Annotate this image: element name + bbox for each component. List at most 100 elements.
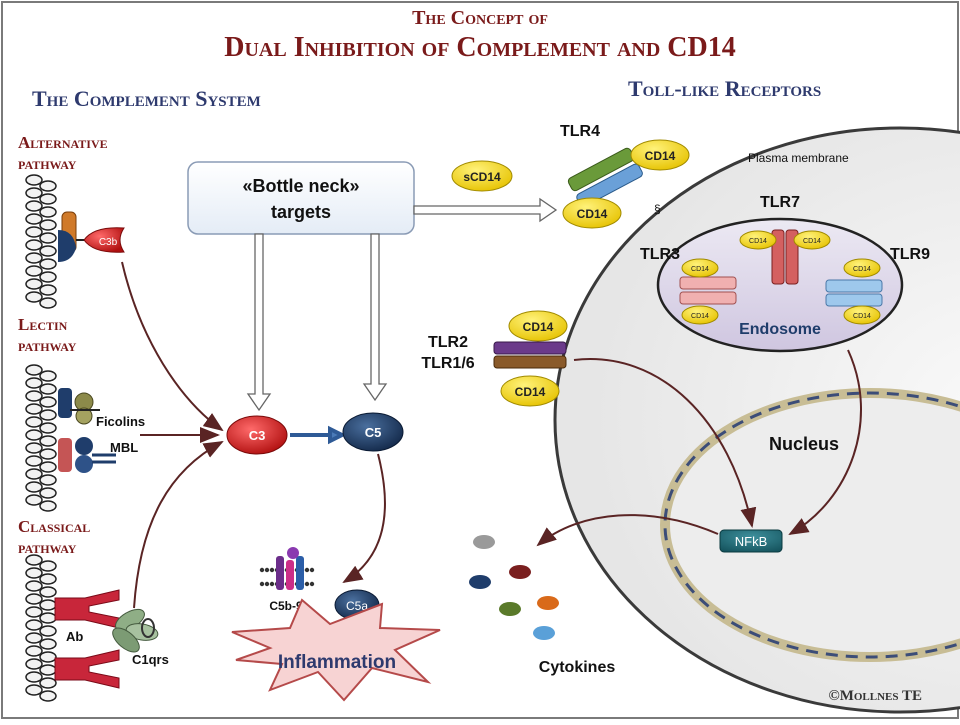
lipid-head [264, 581, 270, 587]
cytokines-label: Cytokines [539, 659, 616, 676]
scd14-label: sCD14 [463, 170, 501, 184]
c1qrs-label: C1qrs [132, 652, 169, 667]
chain-bead-35 [25, 455, 43, 467]
chain-bead-28 [39, 409, 57, 421]
chain-bead-31 [25, 429, 43, 441]
chain-bead-51 [25, 606, 43, 618]
nfkb-label: NFkB [735, 534, 768, 549]
chain-bead-59 [25, 658, 43, 670]
tlr4-cd14-lower-label: CD14 [577, 207, 608, 221]
classical-to-c3-arrow [133, 441, 224, 609]
mbl-label: MBL [110, 440, 138, 455]
chain-bead-14 [39, 258, 57, 270]
chain-bead-16 [39, 271, 57, 283]
chain-bead-10 [39, 232, 57, 244]
classical-pathway-complex: Ab C1qrs [54, 589, 169, 689]
chain-bead-41 [25, 494, 43, 506]
tlr3-cd14-upper [681, 258, 719, 278]
bottleneck-box-shape [187, 161, 415, 235]
mbl-head-1 [75, 437, 93, 455]
chain-bead-12 [39, 245, 57, 257]
tlr2-cd14-lower [500, 375, 560, 407]
cytokine-dot-5 [499, 602, 521, 616]
antibody-upper-shape [54, 589, 120, 629]
bottleneck-line2: targets [271, 202, 331, 222]
chain-bead-53 [25, 619, 43, 631]
c1q-head-3 [112, 627, 140, 653]
inflammation-burst: Inflammation [231, 598, 441, 702]
chain-bead-21 [25, 364, 43, 376]
cytokine-dot-6 [533, 626, 555, 640]
nucleus-dashed-outline [663, 391, 960, 659]
c5b9-cap [287, 547, 299, 559]
chain-bead-15 [25, 265, 43, 277]
chain-bead-8 [39, 219, 57, 231]
tlr4-cd14-upper-label: CD14 [645, 149, 676, 163]
c1rs-ring [141, 618, 155, 638]
tlr3-label: TLR3 [640, 246, 680, 263]
chain-bead-58 [39, 651, 57, 663]
chain-bead-48 [39, 586, 57, 598]
c5-node [342, 412, 404, 452]
lipid-head [304, 581, 310, 587]
tlr2-cd14-upper-label: CD14 [523, 320, 554, 334]
tlr2-label: TLR2 [428, 334, 468, 351]
chain-bead-20 [39, 297, 57, 309]
lipid-head [304, 567, 310, 573]
bottleneck-arrows [246, 197, 558, 412]
tlr2-bar-1 [493, 341, 567, 355]
chain-bead-61 [25, 671, 43, 683]
lipid-head [269, 567, 275, 573]
chain-bead-38 [39, 474, 57, 486]
bottleneck-line1: «Bottle neck» [242, 176, 359, 196]
bottleneck-to-tlr4-arrow [413, 197, 558, 223]
bottleneck-box: «Bottle neck» targets [187, 161, 415, 235]
lipid-head [309, 567, 315, 573]
c5b9-complex: C5b-9 [259, 547, 315, 613]
nucleus-label: Nucleus [769, 434, 839, 454]
chain-bead-5 [25, 200, 43, 212]
antibody-lower-shape [54, 649, 120, 689]
chain-bead-26 [39, 396, 57, 408]
chain-bead-2 [39, 180, 57, 192]
c5-label: C5 [365, 425, 382, 440]
chain-bead-3 [25, 187, 43, 199]
surface-chains [25, 174, 57, 702]
tlr7-label: TLR7 [760, 194, 800, 211]
tlr2-bar-2 [493, 355, 567, 369]
ab-label: Ab [66, 629, 83, 644]
chain-bead-7 [25, 213, 43, 225]
chain-bead-34 [39, 448, 57, 460]
chain-bead-62 [39, 677, 57, 689]
tlr7-cd14-left-label: CD14 [749, 238, 767, 245]
alternative-to-c3-arrow [121, 261, 224, 432]
tlr7-cd14-right [793, 230, 831, 250]
nfkb-to-cytokines-arrow [536, 514, 719, 547]
tlr9-label: TLR9 [890, 246, 930, 263]
chain-bead-36 [39, 461, 57, 473]
endosome-label: Endosome [739, 321, 821, 338]
chain-bead-37 [25, 468, 43, 480]
mbl-head-2 [75, 455, 93, 473]
lipid-head [259, 567, 265, 573]
section-complement-heading: The Complement System [32, 86, 261, 111]
chain-bead-52 [39, 612, 57, 624]
c3-label: C3 [249, 428, 266, 443]
tlr4-cd14-lower [562, 197, 622, 229]
inflammation-label: Inflammation [278, 652, 396, 673]
chain-bead-63 [25, 684, 43, 696]
classical-pathway-label-2: pathway [18, 538, 77, 557]
chain-bead-24 [39, 383, 57, 395]
chain-bead-19 [25, 291, 43, 303]
ficolins-label: Ficolins [96, 414, 145, 429]
chain-bead-49 [25, 593, 43, 605]
tlr3-cd14-upper-label: CD14 [691, 266, 709, 273]
c3-node [226, 415, 288, 455]
chain-bead-33 [25, 442, 43, 454]
lipid-head [309, 581, 315, 587]
section-tlr-heading: Toll-like Receptors [628, 76, 821, 101]
chain-bead-50 [39, 599, 57, 611]
chain-bead-55 [25, 632, 43, 644]
chain-bead-47 [25, 580, 43, 592]
